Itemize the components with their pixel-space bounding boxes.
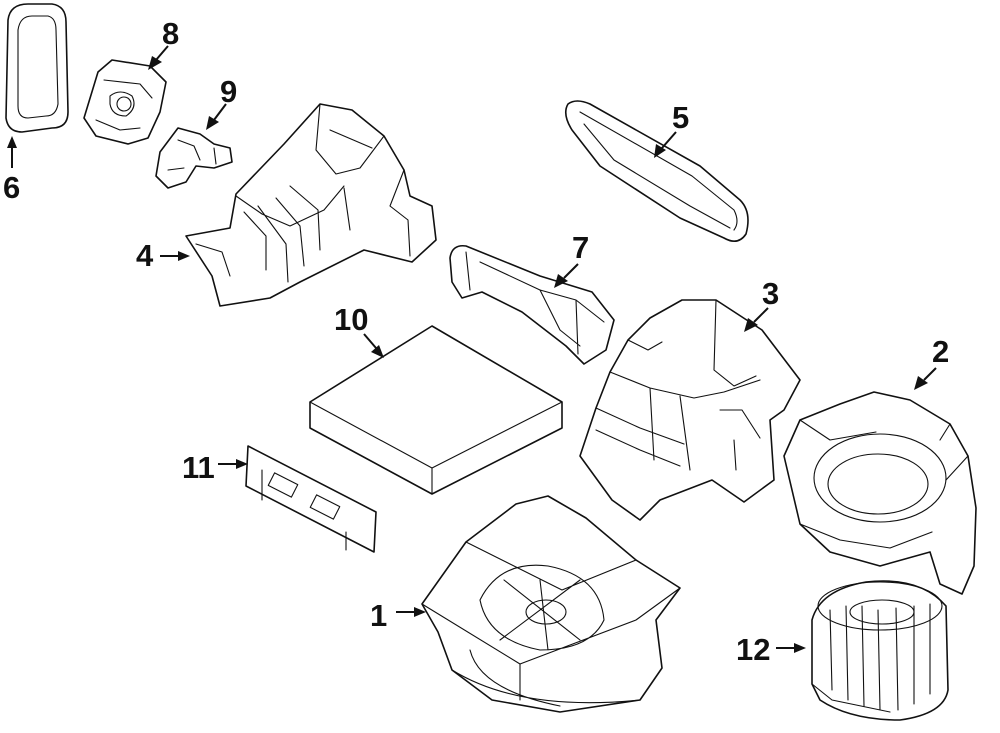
part-9-sensor — [155, 127, 233, 189]
part-8-actuator — [83, 59, 167, 145]
part-11-resistor — [245, 445, 377, 553]
callout-5: 5 — [672, 100, 689, 135]
part-7-channel-bracket — [449, 244, 615, 365]
callout-4: 4 — [136, 238, 154, 273]
callout-2: 2 — [932, 334, 949, 369]
part-2-blower-housing — [783, 391, 977, 595]
callout-3: 3 — [762, 276, 779, 311]
leaders — [7, 45, 937, 653]
part-6-gasket — [5, 3, 69, 133]
callout-9: 9 — [220, 74, 237, 109]
part-10-filter — [309, 325, 563, 495]
callout-6: 6 — [3, 170, 20, 205]
callout-1: 1 — [370, 598, 387, 633]
callout-8: 8 — [162, 16, 179, 51]
callout-11: 11 — [182, 450, 215, 485]
part-3-case — [579, 299, 801, 521]
part-12-blower-motor — [811, 580, 949, 721]
callout-12: 12 — [736, 632, 770, 667]
callout-7: 7 — [572, 230, 589, 265]
part-5-seal-strip — [564, 100, 749, 242]
part-4-duct-housing — [185, 103, 437, 307]
callout-10: 10 — [334, 302, 368, 337]
part-1-blower-unit — [421, 495, 681, 713]
